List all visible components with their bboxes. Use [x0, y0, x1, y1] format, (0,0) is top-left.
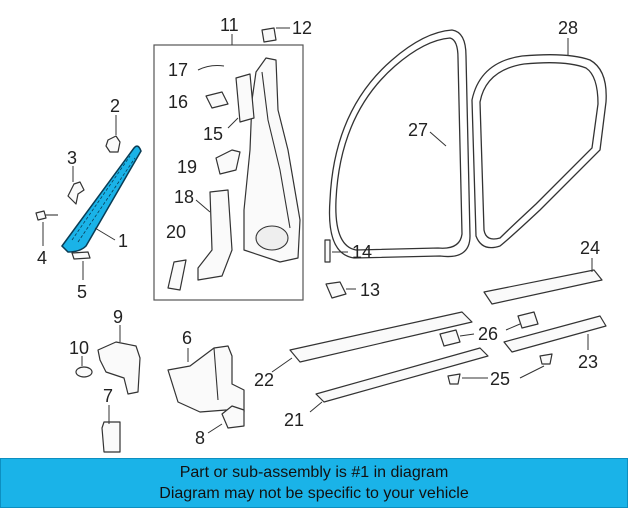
callout-19: 19	[177, 157, 197, 177]
part-4-screw[interactable]	[35, 210, 58, 246]
info-banner: Part or sub-assembly is #1 in diagram Di…	[0, 458, 628, 508]
part-21-sill-plate[interactable]	[309, 347, 489, 413]
part-22-sill-trim[interactable]	[271, 311, 473, 373]
callout-12: 12	[292, 18, 312, 38]
parts-diagram: 1 2 3 4 5 6 7 8 9 10 11 12 13 14 15 16 1…	[35, 15, 607, 453]
callout-24: 24	[580, 238, 600, 258]
part-18-lower-trim[interactable]	[195, 189, 233, 281]
callout-27: 27	[408, 120, 428, 140]
callout-11: 11	[220, 15, 239, 35]
part-15-cover[interactable]	[227, 73, 255, 129]
callout-26: 26	[478, 324, 498, 344]
part-3-retainer[interactable]	[67, 166, 85, 205]
part-1-a-pillar-trim[interactable]	[61, 145, 142, 253]
b-pillar-trim[interactable]	[243, 57, 301, 263]
part-5-pad[interactable]	[71, 251, 91, 280]
part-28-rear-door-seal[interactable]	[471, 38, 607, 249]
part-17-wire[interactable]	[197, 64, 225, 71]
callout-7: 7	[103, 386, 113, 406]
part-11-group-box	[153, 44, 304, 301]
callout-8: 8	[195, 428, 205, 448]
callout-6: 6	[182, 328, 192, 348]
part-10-bulb[interactable]	[75, 356, 93, 378]
callout-22: 22	[254, 370, 274, 390]
banner-line-2: Diagram may not be specific to your vehi…	[159, 485, 469, 502]
part-16-clip[interactable]	[205, 91, 229, 109]
part-6-kick-panel[interactable]	[167, 345, 245, 413]
callout-2: 2	[110, 96, 120, 116]
part-25-fastener[interactable]	[447, 353, 553, 385]
callout-10: 10	[69, 338, 89, 358]
callout-13: 13	[360, 280, 380, 300]
callout-16: 16	[168, 92, 188, 112]
part-13-clip[interactable]	[325, 281, 356, 299]
part-9-bracket[interactable]	[97, 325, 141, 395]
callout-28: 28	[558, 18, 578, 38]
part-26-clip[interactable]	[439, 311, 539, 347]
callout-25: 25	[490, 369, 510, 389]
callout-23: 23	[578, 352, 598, 372]
callout-9: 9	[113, 307, 123, 327]
callout-20: 20	[166, 222, 186, 242]
callout-3: 3	[67, 148, 77, 168]
callout-18: 18	[174, 187, 194, 207]
part-24-rear-sill-trim[interactable]	[483, 258, 603, 305]
part-19-vent[interactable]	[215, 149, 241, 175]
part-12-clip[interactable]	[261, 27, 290, 43]
part-2-clip[interactable]	[105, 115, 121, 153]
part-20-handle[interactable]	[167, 259, 187, 291]
callout-1: 1	[118, 231, 128, 251]
part-27-front-door-seal[interactable]	[328, 29, 471, 259]
part-8-clip[interactable]	[207, 405, 245, 434]
part-7-bracket[interactable]	[101, 405, 121, 453]
callout-14: 14	[352, 242, 372, 262]
callout-17: 17	[168, 60, 188, 80]
callout-5: 5	[77, 282, 87, 302]
part-14-strip[interactable]	[324, 239, 348, 263]
part-23-rear-sill-plate[interactable]	[503, 315, 607, 353]
banner-line-1: Part or sub-assembly is #1 in diagram	[179, 464, 449, 481]
callout-21: 21	[284, 410, 304, 430]
callout-4: 4	[37, 248, 47, 268]
callout-15: 15	[203, 124, 223, 144]
